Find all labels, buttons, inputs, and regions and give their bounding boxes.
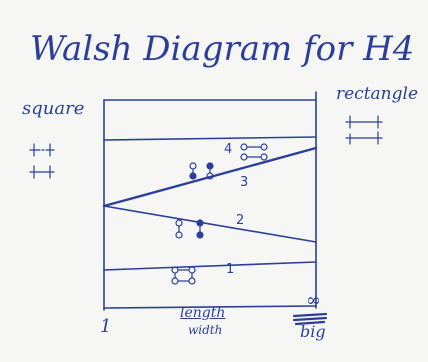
level-2-line: [103, 205, 317, 243]
x-axis-label: length: [180, 305, 226, 321]
orbital-sketch-4: [240, 143, 268, 161]
right-end-label: rectangle: [336, 84, 419, 104]
scribble-mark: [292, 312, 328, 326]
orbital-sketch-3: [189, 162, 214, 180]
x-axis-right-value: ∞: [306, 290, 321, 311]
frame-bottom-edge: [103, 305, 317, 309]
left-end-label: square: [22, 98, 85, 119]
rectangle-h4-sketch: [345, 115, 383, 145]
x-axis-sublabel: width: [188, 323, 223, 337]
level-1-line: [103, 261, 317, 271]
level-3-line: [102, 146, 318, 208]
x-axis-left-value: 1: [100, 316, 112, 337]
level-3-label: 3: [240, 175, 249, 190]
orbital-sketch-2: [175, 219, 204, 239]
square-h4-sketch: [29, 143, 55, 179]
level-2-label: 2: [236, 213, 245, 228]
level-1-label: 1: [226, 262, 235, 277]
level-4-label: 4: [224, 142, 233, 157]
orbital-sketch-1: [171, 266, 196, 285]
diagram-title: Walsh Diagram for H4: [30, 29, 415, 69]
x-axis-right-note: big: [300, 322, 326, 341]
level-4-line: [103, 136, 317, 141]
